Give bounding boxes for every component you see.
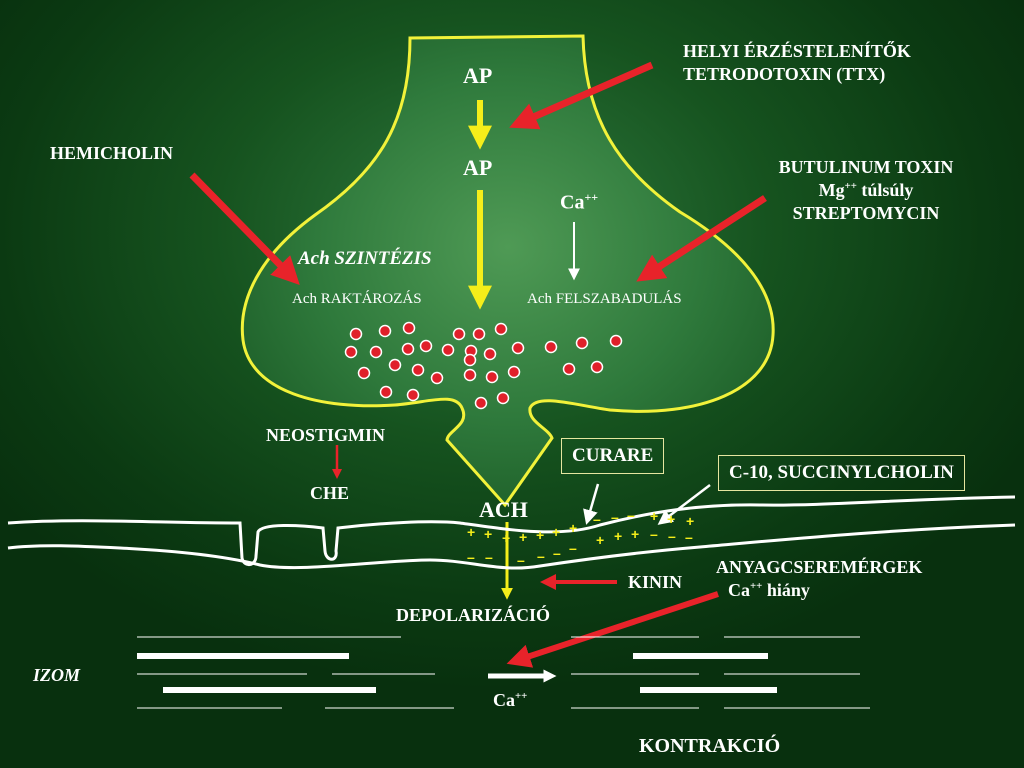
- ca-terminal-label: Ca++: [560, 190, 599, 214]
- vesicle: [474, 396, 488, 410]
- kinin-label: KININ: [628, 572, 683, 592]
- vesicle: [406, 388, 420, 402]
- ap-top-label: AP: [463, 63, 493, 88]
- charge-plus: +: [467, 524, 475, 540]
- butulinum-line: BUTULINUM TOXIN: [778, 157, 954, 177]
- vesicle: [430, 371, 444, 385]
- charge-plus: +: [631, 526, 639, 542]
- arrow-helyi: [509, 61, 654, 130]
- vesicle: [575, 336, 589, 350]
- vesicle: [463, 368, 477, 382]
- c10-box: C-10, SUCCINYLCHOLIN: [718, 455, 965, 491]
- charge-plus: +: [502, 530, 510, 546]
- vesicle: [401, 342, 415, 356]
- vesicle: [496, 391, 510, 405]
- charge-minus: –: [485, 549, 493, 565]
- charge-minus: –: [467, 549, 475, 565]
- charge-plus: +: [552, 524, 560, 540]
- vesicle: [344, 345, 358, 359]
- vesicle: [485, 370, 499, 384]
- ach-raktarozas-label: Ach RAKTÁROZÁS: [292, 291, 422, 307]
- helyi-line1: HELYI ÉRZÉSTELENÍTŐK: [683, 41, 911, 61]
- ca-muscle-label: Ca++: [493, 690, 528, 710]
- charge-plus: +: [519, 529, 527, 545]
- izom-label: IZOM: [33, 665, 81, 685]
- charge-plus: +: [614, 528, 622, 544]
- vesicle: [544, 340, 558, 354]
- anyagcsere-line: ANYAGCSEREMÉRGEK: [716, 557, 923, 577]
- charge-minus: –: [611, 509, 619, 525]
- mg-line: Mg++ túlsúly: [818, 179, 914, 200]
- arrow-anyagcsere: [506, 591, 719, 668]
- vesicle: [494, 322, 508, 336]
- charge-minus: –: [650, 526, 658, 542]
- vesicle: [369, 345, 383, 359]
- hemicholin-label: HEMICHOLIN: [50, 143, 174, 163]
- ach-felszabadulas-label: Ach FELSZABADULÁS: [527, 291, 682, 307]
- vesicle-group: [344, 321, 623, 410]
- inhibitor-arrows: [189, 61, 767, 668]
- vesicle: [441, 343, 455, 357]
- charge-plus: +: [536, 527, 544, 543]
- vesicle: [452, 327, 466, 341]
- vesicle: [609, 334, 623, 348]
- charge-minus: –: [569, 540, 577, 556]
- vesicle: [388, 358, 402, 372]
- vesicle: [402, 321, 416, 335]
- ca-hiany-line: Ca++ hiány: [728, 579, 810, 600]
- helyi-line2: TETRODOTOXIN (TTX): [683, 63, 886, 84]
- vesicle: [590, 360, 604, 374]
- che-label: CHE: [310, 483, 350, 503]
- arrow-hemicholin: [189, 172, 300, 285]
- charge-plus: +: [667, 511, 675, 527]
- vesicle: [472, 327, 486, 341]
- vesicle: [419, 339, 433, 353]
- charge-minus: –: [593, 511, 601, 527]
- butulinum-label: BUTULINUM TOXIN Mg++ túlsúly STREPTOMYCI…: [755, 158, 977, 223]
- charge-minus: –: [517, 552, 525, 568]
- charge-minus: –: [668, 528, 676, 544]
- charge-plus: +: [569, 520, 577, 536]
- ach-label: ACH: [479, 497, 528, 522]
- charge-minus: –: [553, 545, 561, 561]
- vesicle: [349, 327, 363, 341]
- postsynaptic-membrane-top: [7, 495, 1016, 566]
- curare-box: CURARE: [561, 438, 665, 474]
- postsynaptic-membrane-bottom: [7, 523, 1016, 570]
- vesicle: [463, 353, 477, 367]
- nerve-terminal: [240, 34, 775, 508]
- anyagcsere-label: ANYAGCSEREMÉRGEK Ca++ hiány: [716, 558, 922, 600]
- charge-plus: +: [596, 532, 604, 548]
- charge-minus: –: [627, 507, 635, 523]
- charge-minus: –: [537, 548, 545, 564]
- kontrakcio-label: KONTRAKCIÓ: [639, 735, 781, 757]
- vesicle: [483, 347, 497, 361]
- ach-szintezis-label: Ach SZINTÉZIS: [298, 248, 432, 269]
- neostigmin-label: NEOSTIGMIN: [266, 425, 386, 445]
- charge-minus: –: [685, 529, 693, 545]
- charge-plus: +: [484, 526, 492, 542]
- vesicle: [379, 385, 393, 399]
- arrow-curare: [583, 483, 600, 525]
- streptomycin-line: STREPTOMYCIN: [792, 202, 940, 223]
- ap-mid-label: AP: [463, 155, 493, 180]
- vesicle: [511, 341, 525, 355]
- vesicle: [411, 363, 425, 377]
- vesicle: [357, 366, 371, 380]
- vesicle: [562, 362, 576, 376]
- charge-plus: +: [686, 513, 694, 529]
- depolarizacio-label: DEPOLARIZÁCIÓ: [396, 605, 551, 625]
- vesicle: [507, 365, 521, 379]
- arrow-butulinum: [636, 195, 767, 282]
- muscle-filaments: [137, 636, 870, 709]
- charge-plus: +: [650, 508, 658, 524]
- arrow-c10: [657, 484, 711, 525]
- helyi-label: HELYI ÉRZÉSTELENÍTŐK TETRODOTOXIN (TTX): [683, 42, 911, 84]
- vesicle: [378, 324, 392, 338]
- membrane-charges: + + + + + + + + + + + + + – – – – – – – …: [467, 507, 694, 568]
